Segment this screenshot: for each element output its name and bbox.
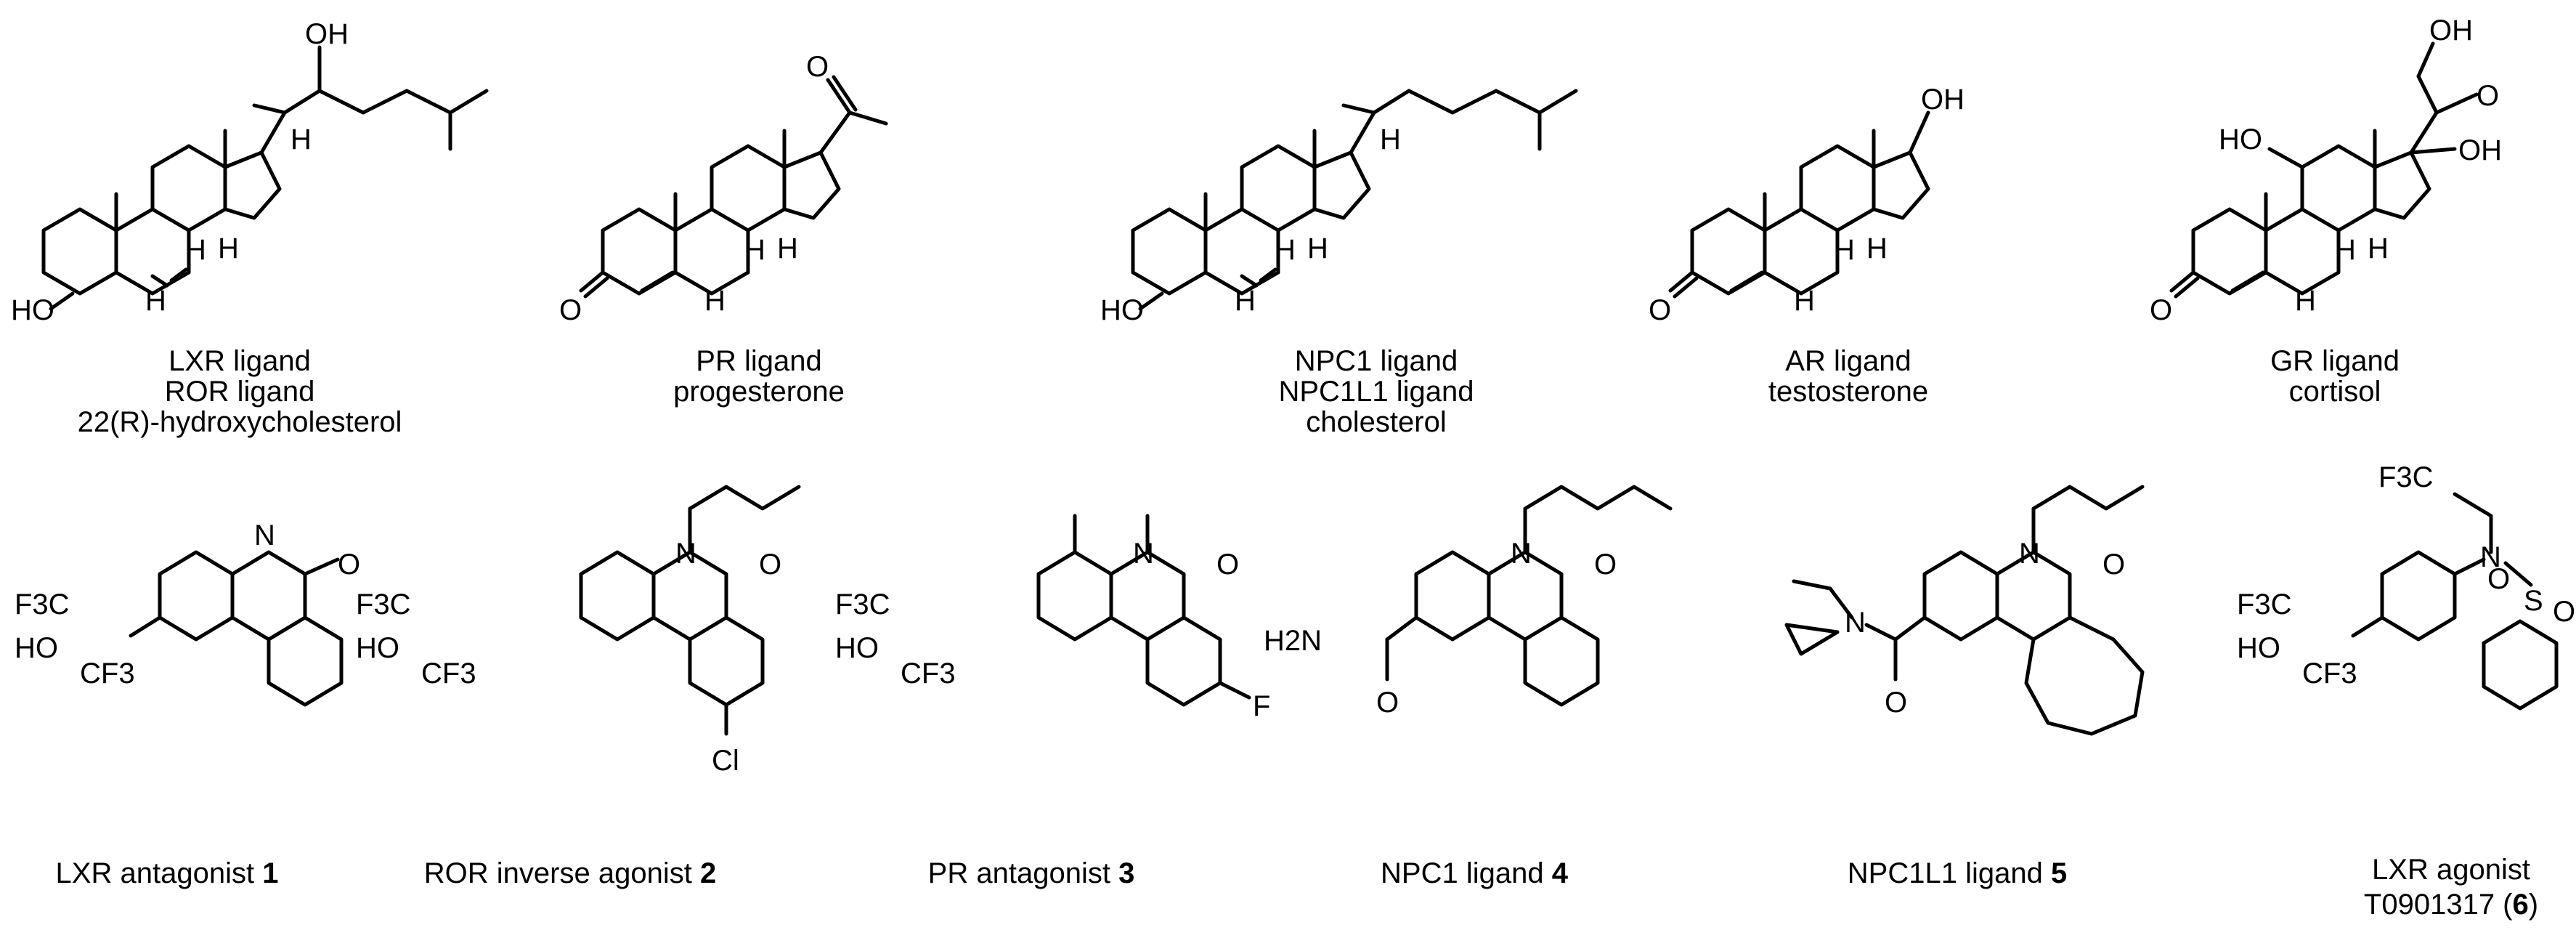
- atom-label: N: [2480, 541, 2501, 573]
- atom-label: HO: [1100, 294, 1144, 326]
- atom-label: H: [1834, 234, 1855, 266]
- caption-steroid-2: PR ligand progesterone: [673, 345, 845, 408]
- atom-label: H: [1307, 233, 1328, 264]
- atom-label: H: [145, 285, 166, 317]
- caption-line: testosterone: [1768, 376, 1928, 408]
- compound-2-structure: N O F3C HO CF3 Cl: [356, 485, 801, 777]
- atom-label: O: [2150, 294, 2172, 326]
- caption-line: NPC1L1 ligand: [1278, 376, 1474, 408]
- atom-label: HO: [11, 294, 54, 326]
- atom-label: O: [1649, 294, 1671, 326]
- caption-line: NPC1 ligand: [1295, 345, 1458, 377]
- steroid-cholesterol: HO H H H H: [1100, 89, 1578, 326]
- atom-label: N: [675, 538, 696, 570]
- atom-label: N: [2019, 538, 2040, 570]
- atom-label: N: [1511, 538, 1532, 570]
- atom-label: H: [218, 233, 239, 264]
- atom-label: OH: [2429, 15, 2473, 47]
- caption-compound-4: NPC1 ligand 4: [1381, 857, 1569, 889]
- caption-line: cholesterol: [1306, 406, 1446, 438]
- atom-label: F3C: [835, 589, 890, 620]
- atom-label: OH: [305, 18, 349, 50]
- atom-label: CF3: [421, 658, 476, 690]
- atom-label: H: [185, 234, 206, 266]
- atom-label: F: [1253, 690, 1270, 722]
- caption-steroid-4: AR ligand testosterone: [1768, 345, 1928, 408]
- atom-label: O: [559, 294, 582, 326]
- atom-label: O: [1885, 687, 1907, 719]
- compound-6-structure: N S O O F3C F3C HO CF3: [2237, 461, 2575, 711]
- atom-label: F3C: [15, 589, 70, 620]
- atom-label: H: [1275, 234, 1296, 266]
- atom-label: OH: [2458, 134, 2502, 166]
- caption-steroid-3: NPC1 ligand NPC1L1 ligand cholesterol: [1278, 345, 1474, 438]
- atom-label: O: [806, 51, 829, 83]
- atom-label: O: [2553, 596, 2575, 628]
- caption-line: AR ligand: [1785, 345, 1911, 377]
- atom-label: HO: [835, 632, 879, 664]
- compound-1-structure: N O F3C HO CF3: [15, 519, 360, 707]
- caption-steroid-5: GR ligand cortisol: [2270, 345, 2400, 408]
- atom-label: H: [1866, 233, 1888, 264]
- caption-compound-6-line1: LXR agonist: [2372, 854, 2530, 886]
- atom-label: N: [1845, 607, 1866, 639]
- caption-line: progesterone: [673, 376, 845, 408]
- caption-compound-2: ROR inverse agonist 2: [424, 857, 716, 889]
- steroid-22r-hydroxycholesterol: HO OH H H H H: [11, 18, 489, 326]
- steroid-testosterone: O OH H H H: [1649, 84, 1964, 326]
- atom-label: CF3: [80, 658, 135, 690]
- caption-line: PR ligand: [696, 345, 821, 377]
- atom-label: F3C: [2237, 589, 2292, 620]
- atom-label: H: [704, 285, 726, 317]
- atom-label: H: [1235, 285, 1256, 317]
- atom-label: O: [1594, 549, 1617, 581]
- caption-compound-3: PR antagonist 3: [928, 857, 1135, 889]
- atom-label: F3C: [356, 589, 411, 620]
- compound-4-structure: N O H2N O: [1264, 485, 1673, 719]
- atom-label: H2N: [1264, 625, 1322, 657]
- atom-label: O: [2487, 563, 2510, 595]
- atom-label: CF3: [2302, 658, 2357, 690]
- atom-label: F3C: [2378, 461, 2434, 493]
- atom-label: Cl: [712, 745, 739, 777]
- atom-label: S: [2524, 585, 2543, 617]
- atom-label: CF3: [901, 658, 956, 690]
- atom-label: O: [2102, 549, 2125, 581]
- caption-compound-5: NPC1L1 ligand 5: [1848, 857, 2067, 889]
- atom-label: HO: [15, 632, 58, 664]
- atom-label: O: [338, 549, 360, 581]
- caption-line: LXR ligand: [168, 345, 311, 377]
- atom-label: N: [254, 519, 275, 551]
- atom-label: H: [1794, 285, 1815, 317]
- compound-3-structure: N O F3C HO CF3 F: [835, 514, 1270, 722]
- caption-compound-6-line2: T0901317 (6): [2364, 889, 2538, 921]
- caption-line: cortisol: [2289, 376, 2381, 408]
- atom-label: HO: [2237, 632, 2280, 664]
- atom-label: O: [1376, 687, 1399, 719]
- atom-label: O: [759, 549, 781, 581]
- steroid-cortisol: O HO OH O OH H H H: [2150, 15, 2502, 326]
- atom-label: H: [744, 234, 765, 266]
- atom-label: HO: [2219, 124, 2262, 155]
- atom-label: O: [2477, 80, 2499, 112]
- atom-label: HO: [356, 632, 399, 664]
- atom-label: H: [2368, 233, 2389, 264]
- atom-label: O: [1216, 549, 1239, 581]
- atom-label: N: [1133, 538, 1154, 570]
- atom-label: H: [2335, 234, 2356, 266]
- caption-line: 22(R)-hydroxycholesterol: [78, 406, 402, 438]
- caption-steroid-1: LXR ligand ROR ligand 22(R)-hydroxychole…: [78, 345, 402, 438]
- atom-label: H: [777, 233, 798, 264]
- atom-label: OH: [1921, 84, 1964, 116]
- atom-label: H: [2295, 285, 2316, 317]
- caption-line: GR ligand: [2270, 345, 2400, 377]
- atom-label: H: [1380, 124, 1401, 155]
- compound-5-structure: N O N O: [1784, 485, 2145, 736]
- steroid-progesterone: O O H H H: [559, 51, 888, 326]
- caption-compound-1: LXR antagonist 1: [56, 857, 279, 889]
- atom-label: H: [290, 124, 312, 155]
- caption-line: ROR ligand: [165, 376, 315, 408]
